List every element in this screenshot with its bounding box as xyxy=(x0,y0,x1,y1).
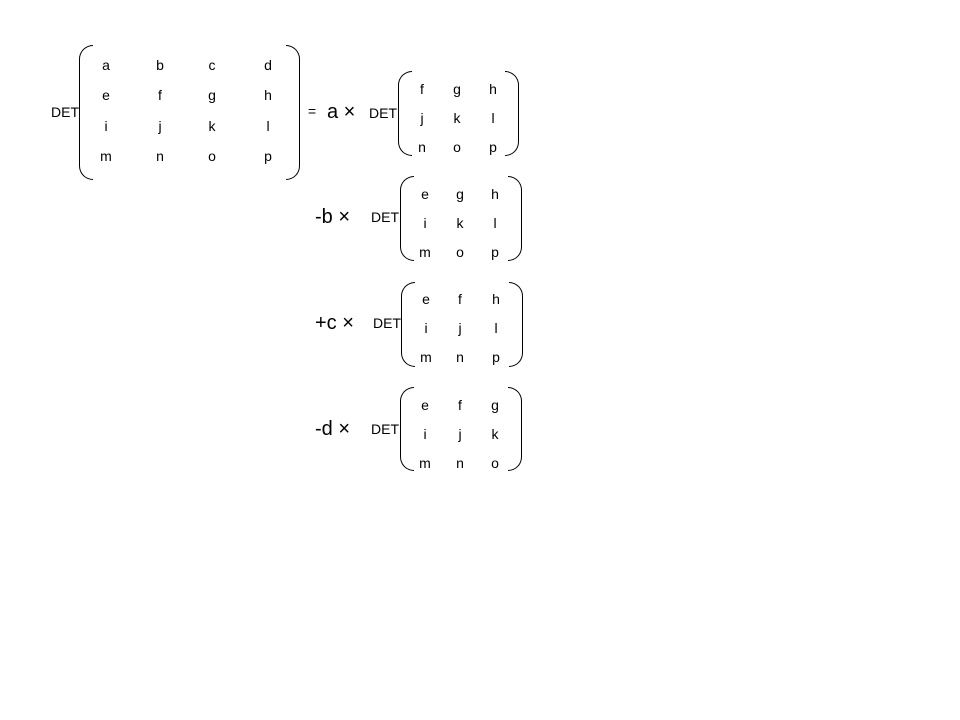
matrix-left-bracket xyxy=(398,71,412,156)
matrix-right-bracket xyxy=(505,71,519,156)
term-2-minor: e g h i k l m o p xyxy=(400,176,522,261)
matrix-cell: h xyxy=(492,291,500,307)
equals-sign: = xyxy=(308,103,317,119)
matrix-cell: e xyxy=(421,186,429,202)
matrix-cell: h xyxy=(264,87,272,103)
matrix-cell: f xyxy=(458,291,462,307)
matrix-cell: d xyxy=(264,57,272,73)
matrix-cell: g xyxy=(491,397,499,413)
matrix-cell: o xyxy=(453,139,461,155)
matrix-cell: j xyxy=(458,320,462,336)
matrix-cell: p xyxy=(264,148,272,164)
matrix-cell: g xyxy=(208,87,216,103)
matrix-cell: p xyxy=(489,139,497,155)
matrix-cell: e xyxy=(421,397,429,413)
matrix-cell: o xyxy=(208,148,216,164)
matrix-cell: n xyxy=(156,148,164,164)
matrix-right-bracket xyxy=(286,45,300,180)
matrix-cell: m xyxy=(420,349,432,365)
main-matrix: a b c d e f g h i j k l m n o p xyxy=(79,45,300,180)
matrix-cell: c xyxy=(208,57,216,73)
term-3-det-label: DET xyxy=(373,315,401,331)
matrix-cell: n xyxy=(456,455,464,471)
matrix-cell: e xyxy=(102,87,110,103)
matrix-cell: j xyxy=(420,110,424,126)
term-1-coefficient: a × xyxy=(327,101,356,123)
term-2-coefficient: -b × xyxy=(315,206,351,228)
matrix-left-bracket xyxy=(401,282,415,367)
matrix-cell: m xyxy=(419,455,431,471)
matrix-cell: g xyxy=(456,186,464,202)
matrix-cell: k xyxy=(491,426,499,442)
matrix-right-bracket xyxy=(508,176,522,261)
matrix-cell: j xyxy=(158,118,162,134)
matrix-cell: i xyxy=(423,426,427,442)
matrix-cell: l xyxy=(494,320,498,336)
matrix-cell: m xyxy=(100,148,112,164)
matrix-cell: p xyxy=(491,244,499,260)
matrix-cell: a xyxy=(102,57,110,73)
matrix-cell: f xyxy=(458,397,462,413)
term-1-minor: f g h j k l n o p xyxy=(398,71,519,156)
matrix-cell: f xyxy=(420,81,424,97)
matrix-left-bracket xyxy=(79,45,93,180)
matrix-cell: l xyxy=(493,215,497,231)
matrix-right-bracket xyxy=(509,282,523,367)
matrix-cell: h xyxy=(491,186,499,202)
term-2-det-label: DET xyxy=(371,209,399,225)
matrix-cell: b xyxy=(156,57,164,73)
term-1-det-label: DET xyxy=(369,105,397,121)
matrix-cell: l xyxy=(491,110,495,126)
main-det-label: DET xyxy=(51,104,79,120)
matrix-left-bracket xyxy=(400,387,414,471)
matrix-left-bracket xyxy=(400,176,414,261)
matrix-cell: o xyxy=(491,455,499,471)
matrix-cell: i xyxy=(424,320,428,336)
matrix-cell: k xyxy=(208,118,216,134)
matrix-cell: g xyxy=(453,81,461,97)
term-3-coefficient: +c × xyxy=(315,312,354,334)
term-4-minor: e f g i j k m n o xyxy=(400,387,522,471)
matrix-cell: k xyxy=(453,110,461,126)
matrix-cell: e xyxy=(422,291,430,307)
term-3-minor: e f h i j l m n p xyxy=(401,282,523,367)
matrix-cell: l xyxy=(266,118,270,134)
matrix-cell: f xyxy=(158,87,162,103)
matrix-cell: k xyxy=(456,215,464,231)
matrix-cell: p xyxy=(492,349,500,365)
matrix-cell: n xyxy=(418,139,426,155)
matrix-cell: j xyxy=(458,426,462,442)
term-4-coefficient: -d × xyxy=(315,418,351,440)
matrix-right-bracket xyxy=(508,387,522,471)
matrix-cell: n xyxy=(456,349,464,365)
matrix-cell: i xyxy=(423,215,427,231)
matrix-cell: m xyxy=(419,244,431,260)
matrix-cell: h xyxy=(489,81,497,97)
term-4-det-label: DET xyxy=(371,421,399,437)
matrix-cell: i xyxy=(104,118,108,134)
matrix-cell: o xyxy=(456,244,464,260)
